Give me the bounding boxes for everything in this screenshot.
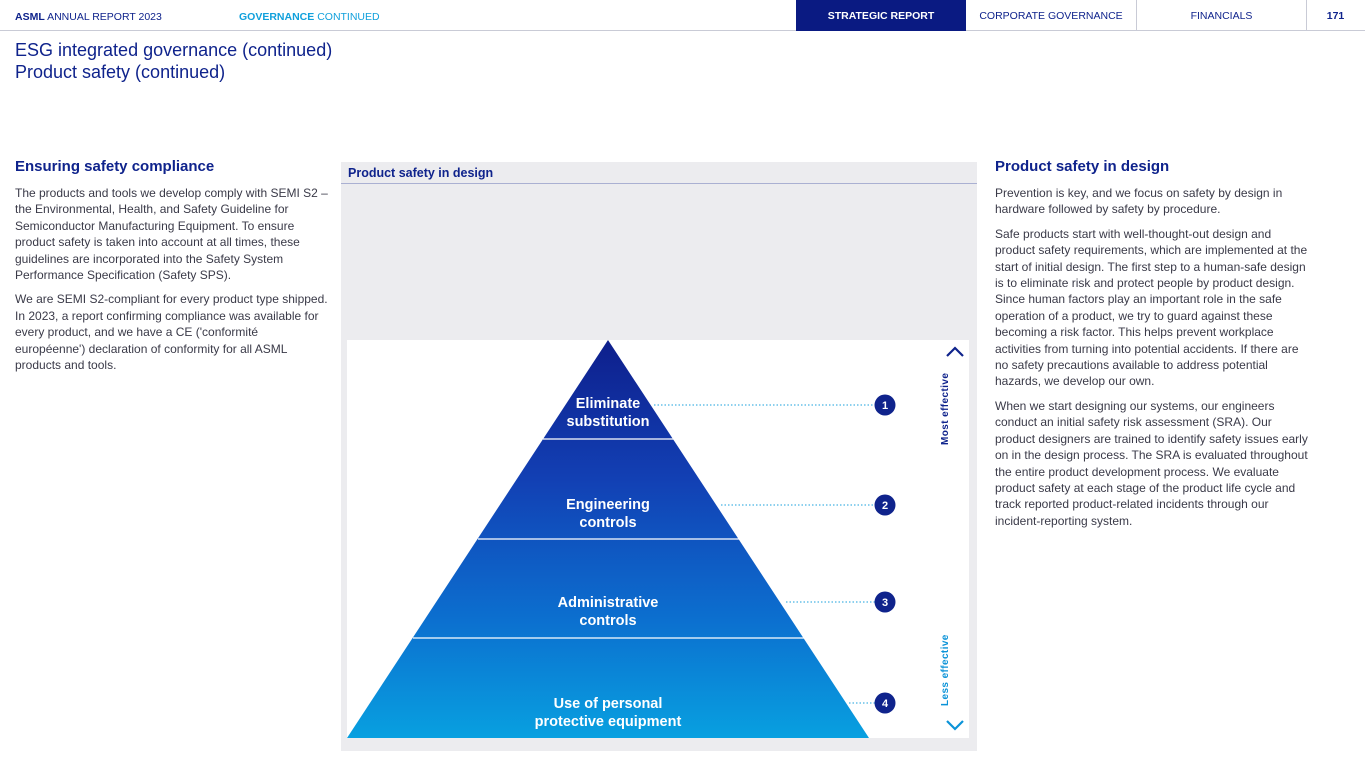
level-4-label-line1: Use of personal [554,696,663,712]
page-title-line2: Product safety (continued) [15,62,226,82]
arrow-up-icon [946,346,964,357]
tab-corporate-governance[interactable]: CORPORATE GOVERNANCE [979,10,1123,22]
report-title: ASML ANNUAL REPORT 2023 [15,11,162,23]
level-2-label-line2: controls [579,515,636,531]
level-2-label-line1: Engineering [566,497,650,513]
level-badge-4: 4 [874,692,896,714]
arrow-down-icon [946,720,964,731]
level-badge-1: 1 [874,394,896,416]
level-1-label-line1: Eliminate [576,396,640,412]
section-label: GOVERNANCE CONTINUED [239,11,380,23]
level-3-label-line1: Administrative [558,595,659,611]
section-rest: CONTINUED [317,11,380,23]
page-number: 171 [1326,10,1345,22]
section-heading: Product safety in design [995,158,1170,175]
level-4-label-line2: protective equipment [535,714,682,730]
tab-divider [1136,0,1137,31]
paragraph: We are SEMI S2-compliant for every produ… [15,292,328,373]
brand-name: ASML [15,11,45,23]
report-name: ANNUAL REPORT 2023 [47,11,162,23]
right-column: Product safety in design Prevention is k… [995,158,1310,537]
paragraph: Safe products start with well-thought-ou… [995,226,1308,389]
page-title-line1: ESG integrated governance (continued) [15,40,333,60]
level-badge-3: 3 [874,591,896,613]
section-heading: Ensuring safety compliance [15,158,215,175]
level-badge-3-number: 3 [882,597,888,609]
paragraph: The products and tools we develop comply… [15,186,328,283]
tab-divider [1306,0,1307,31]
paragraph: Prevention is key, and we focus on safet… [995,186,1283,217]
level-badge-2-number: 2 [882,500,888,512]
level-badge-1-number: 1 [882,400,888,412]
paragraph: When we start designing our systems, our… [995,398,1308,528]
figure-title-rule [341,183,977,184]
level-3-label-line2: controls [579,613,636,629]
level-badge-4-number: 4 [882,698,889,710]
most-effective-label: Most effective [940,373,951,445]
figure-title: Product safety in design [348,166,494,180]
tab-financials[interactable]: FINANCIALS [1190,10,1253,22]
level-1-label-line2: substitution [567,414,650,430]
less-effective-label: Less effective [940,634,951,706]
section-bold: GOVERNANCE [239,11,315,23]
pyramid-diagram: Eliminate substitution Engineering contr… [347,340,969,738]
tab-strategic-report[interactable]: STRATEGIC REPORT [796,0,966,31]
safety-hierarchy-figure: Product safety in design Eliminate subst… [341,162,977,751]
top-bar: ASML ANNUAL REPORT 2023 GOVERNANCE CONTI… [0,0,1365,31]
left-column: Ensuring safety compliance The products … [15,158,329,381]
page-title: ESG integrated governance (continued) Pr… [15,39,332,83]
level-badge-2: 2 [874,494,896,516]
